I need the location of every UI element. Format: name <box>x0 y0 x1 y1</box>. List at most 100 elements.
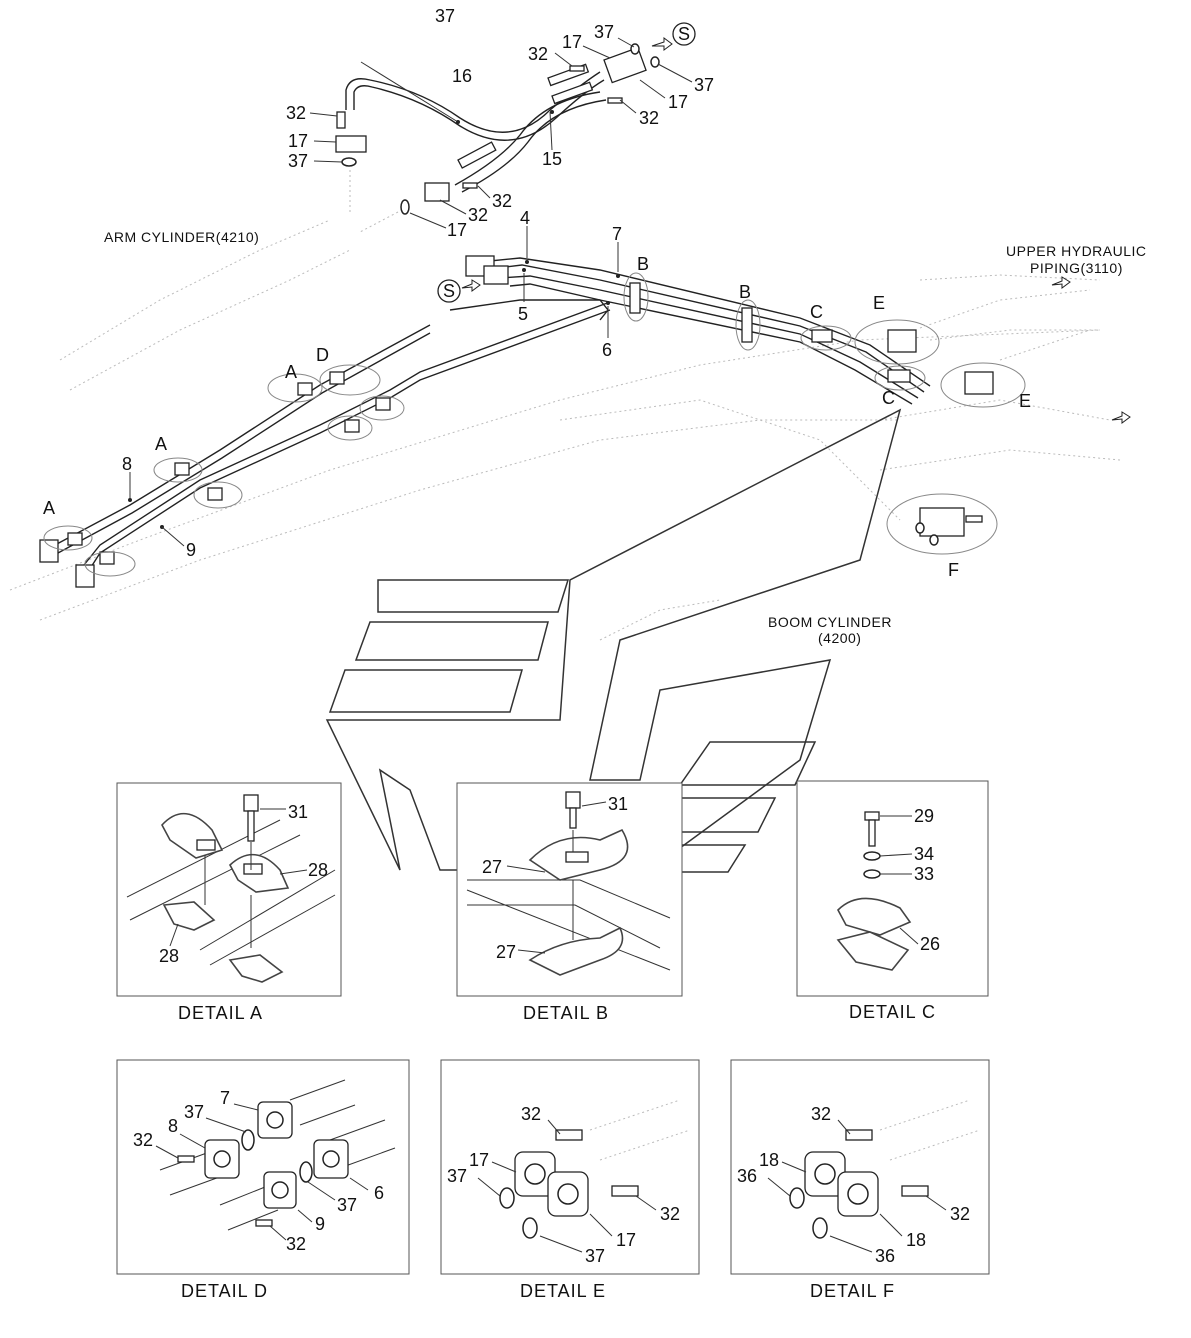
callout-b: B <box>739 282 751 302</box>
callout-8: 8 <box>122 454 132 474</box>
detail-a-panel: 31 28 28 DETAIL A <box>116 782 342 1023</box>
clamp-a <box>99 551 115 565</box>
detail-f-title: DETAIL F <box>810 1281 895 1301</box>
callout-6: 6 <box>374 1183 384 1203</box>
o-ring-36 <box>812 1217 828 1239</box>
detail-f-panel: 32 18 36 32 18 36 DETAIL F <box>730 1059 990 1301</box>
bolt-32 <box>177 1155 195 1163</box>
callout-17: 17 <box>616 1230 636 1250</box>
bolt-32 <box>845 1129 873 1141</box>
callout-18: 18 <box>759 1150 779 1170</box>
callout-17: 17 <box>288 131 308 151</box>
callout-6: 6 <box>602 340 612 360</box>
clamp-d <box>329 371 345 385</box>
s-marker-top: S <box>651 22 696 51</box>
callout-17: 17 <box>469 1150 489 1170</box>
callout-17: 32 <box>468 205 488 225</box>
callout-37: 37 <box>337 1195 357 1215</box>
washer-33 <box>863 869 881 879</box>
flange-17-e <box>964 371 994 395</box>
callout-a: A <box>155 434 167 454</box>
detail-a-title: DETAIL A <box>178 1003 263 1023</box>
boom-cylinder-label-2: (4200) <box>818 630 861 646</box>
flange-9-end <box>75 564 95 588</box>
clamp-d <box>344 419 360 433</box>
callout-29: 29 <box>914 806 934 826</box>
o-ring-37 <box>499 1187 515 1209</box>
detail-b-panel: 31 27 27 DETAIL B <box>456 782 683 1023</box>
bolt-32 <box>255 1219 273 1227</box>
detail-d-panel: 7 37 8 32 6 37 9 32 DETAIL D <box>116 1059 410 1301</box>
svg-text:S: S <box>678 24 690 44</box>
clamp-a <box>174 462 190 476</box>
detail-c-panel: 29 34 33 26 DETAIL C <box>796 780 989 1022</box>
callout-34: 34 <box>914 844 934 864</box>
bolt-31 <box>243 794 259 812</box>
boom-cylinder-label-1: BOOM CYLINDER <box>768 614 892 630</box>
callout-18: 18 <box>906 1230 926 1250</box>
callout-28: 28 <box>308 860 328 880</box>
pipe-lines <box>39 226 1131 588</box>
callout-7: 7 <box>220 1088 230 1108</box>
callout-7: 7 <box>612 224 622 244</box>
flange-5-end <box>483 265 509 285</box>
callout: 37 <box>435 6 455 26</box>
callout-c: C <box>810 302 823 322</box>
detail-c-title: DETAIL C <box>849 1002 936 1022</box>
o-ring-36 <box>789 1187 805 1209</box>
clamp-a <box>207 487 223 501</box>
callout-e: E <box>873 293 885 313</box>
bolt-32 <box>901 1185 929 1197</box>
callout-9: 9 <box>315 1214 325 1234</box>
flange-17-e <box>887 329 917 353</box>
callout-37: 37 <box>585 1246 605 1266</box>
o-ring-37 <box>299 1161 313 1183</box>
callout-32: 32 <box>528 44 548 64</box>
callout-27: 27 <box>496 942 516 962</box>
callout-37: 37 <box>694 75 714 95</box>
svg-text:S: S <box>443 281 455 301</box>
o-ring-37 <box>650 56 660 68</box>
callout-b: B <box>637 254 649 274</box>
clamp-c <box>887 369 911 383</box>
bolt-32 <box>555 1129 583 1141</box>
callout-37: 37 <box>447 1166 467 1186</box>
o-ring-37 <box>400 199 410 215</box>
callout-37: 17 <box>447 220 467 240</box>
main-callouts: 37 37 37 17 32 16 32 17 37 15 32 17 37 3… <box>43 6 1146 646</box>
callout-26: 26 <box>920 934 940 954</box>
s-marker-mid: S <box>437 279 481 303</box>
callout-37: 37 <box>594 22 614 42</box>
clamp-a <box>67 532 83 546</box>
callout-32: 32 <box>133 1130 153 1150</box>
bolt-29 <box>864 811 880 821</box>
flange-8-end <box>39 539 59 563</box>
o-ring-37 <box>522 1217 538 1239</box>
callout-17: 17 <box>668 92 688 112</box>
callout-31: 31 <box>288 802 308 822</box>
arm-cylinder-label: ARM CYLINDER(4210) <box>104 229 259 245</box>
clamp-b <box>629 282 641 314</box>
callout-17: 17 <box>562 32 582 52</box>
callout-f: F <box>948 560 959 580</box>
arrow-logo-outline <box>325 408 902 873</box>
callout-5: 5 <box>518 304 528 324</box>
bolt-32 <box>607 97 623 104</box>
callout-32: 32 <box>660 1204 680 1224</box>
hose-assembly-top <box>309 37 693 233</box>
callout-27: 27 <box>482 857 502 877</box>
callout-32: 32 <box>639 108 659 128</box>
callout-32: 32 <box>811 1104 831 1124</box>
callout-4: 4 <box>520 208 530 228</box>
callout-32: 32 <box>286 1234 306 1254</box>
callout-33: 33 <box>914 864 934 884</box>
clamp-d <box>375 397 391 411</box>
flange-17-left <box>335 135 367 153</box>
bolt-32 <box>462 182 478 189</box>
detail-e-title: DETAIL E <box>520 1281 606 1301</box>
callout-32: 32 <box>286 103 306 123</box>
bolt-32 <box>569 65 585 72</box>
callout-15: 15 <box>542 149 562 169</box>
bolt-32 <box>611 1185 639 1197</box>
